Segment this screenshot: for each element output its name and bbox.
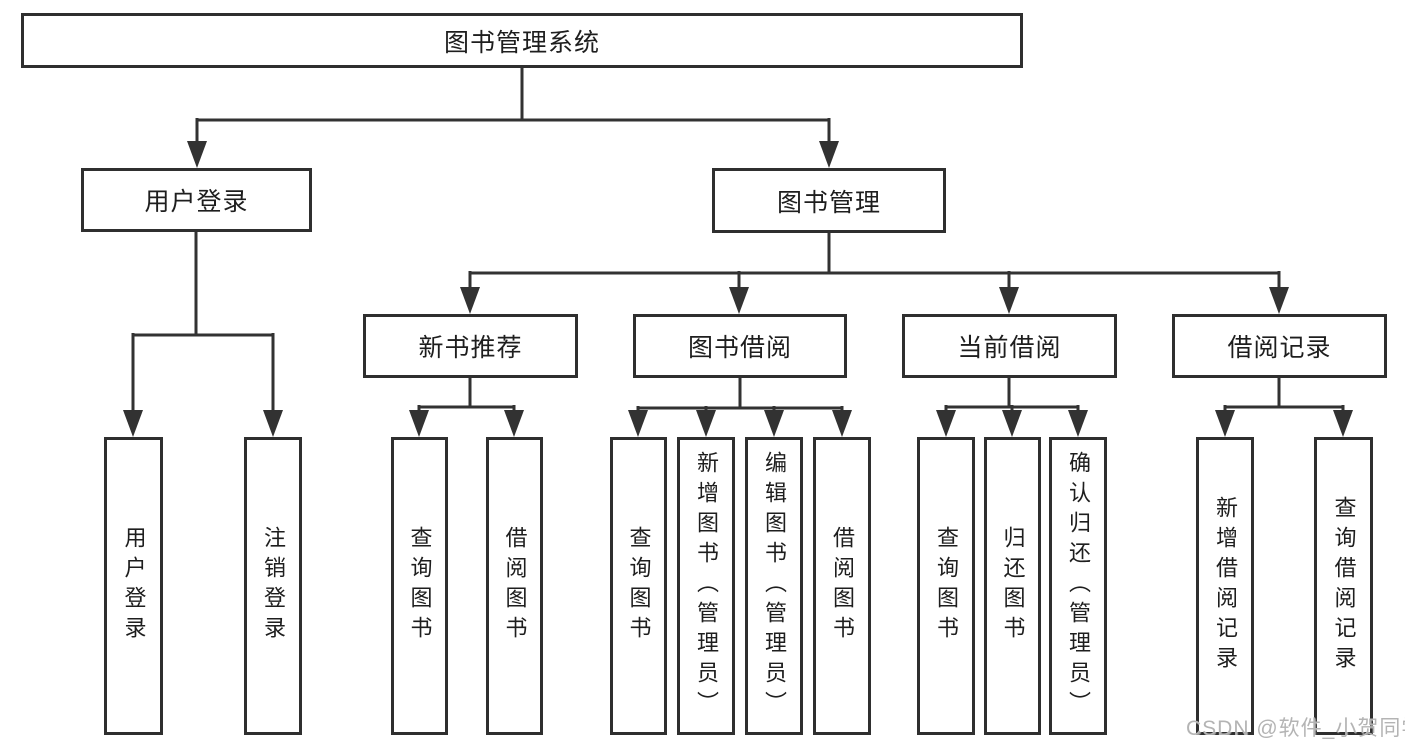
node-user-login-module: 用户登录: [81, 168, 312, 232]
node-leaf-logout-label: 注销登录: [261, 526, 286, 646]
node-leaf-query-books-3-label: 查询图书: [934, 526, 959, 646]
node-leaf-user-login: 用户登录: [104, 437, 163, 735]
node-leaf-return-books: 归还图书: [984, 437, 1041, 735]
node-leaf-add-borrow-record: 新增借阅记录: [1196, 437, 1254, 735]
node-book-management: 图书管理: [712, 168, 946, 233]
node-leaf-query-books-3: 查询图书: [917, 437, 975, 735]
node-book-borrowing-label: 图书借阅: [687, 334, 792, 362]
connector-borrowing-to-leaves: [628, 377, 852, 437]
connector-current-to-leaves: [936, 377, 1088, 437]
node-new-book-recommend-label: 新书推荐: [418, 334, 523, 362]
node-library-system-label: 图书管理系统: [443, 28, 600, 57]
node-leaf-query-books-1-label: 查询图书: [407, 526, 433, 646]
node-leaf-add-borrow-record-label: 新增借阅记录: [1213, 496, 1238, 676]
connector-bookmgmt-to-level2: [460, 233, 1289, 314]
node-book-management-label: 图书管理: [776, 188, 881, 217]
connector-root-to-level1: [187, 68, 839, 168]
node-library-system: 图书管理系统: [21, 13, 1023, 68]
node-leaf-query-borrow-record: 查询借阅记录: [1314, 437, 1373, 735]
node-borrowing-records-label: 借阅记录: [1227, 334, 1332, 362]
node-leaf-borrow-books-2-label: 借阅图书: [830, 526, 855, 646]
node-leaf-query-books-2-label: 查询图书: [626, 526, 652, 646]
node-current-borrowing-label: 当前借阅: [957, 334, 1062, 362]
node-leaf-add-books-admin-label: 新增图书（管理员）: [694, 451, 719, 721]
node-leaf-borrow-books-2: 借阅图书: [813, 437, 871, 735]
node-leaf-borrow-books-1: 借阅图书: [486, 437, 543, 735]
node-leaf-edit-books-admin-label: 编辑图书（管理员）: [762, 451, 787, 721]
node-borrowing-records: 借阅记录: [1172, 314, 1387, 378]
node-leaf-return-books-label: 归还图书: [1000, 526, 1026, 646]
node-user-login-module-label: 用户登录: [144, 188, 249, 216]
node-leaf-query-books-2: 查询图书: [610, 437, 667, 735]
node-book-borrowing: 图书借阅: [633, 314, 847, 378]
node-leaf-add-books-admin: 新增图书（管理员）: [677, 437, 735, 735]
csdn-watermark: CSDN @软件_小贺同学: [1186, 717, 1405, 740]
node-leaf-query-borrow-record-label: 查询借阅记录: [1331, 496, 1357, 676]
connector-userlogin-to-leaves: [123, 232, 283, 437]
connector-records-to-leaves: [1215, 377, 1353, 437]
node-current-borrowing: 当前借阅: [902, 314, 1117, 378]
connector-recommend-to-leaves: [409, 377, 524, 437]
node-new-book-recommend: 新书推荐: [363, 314, 578, 378]
node-leaf-query-books-1: 查询图书: [391, 437, 448, 735]
node-leaf-confirm-return-admin: 确认归还（管理员）: [1049, 437, 1107, 735]
node-leaf-confirm-return-admin-label: 确认归还（管理员）: [1066, 451, 1091, 721]
node-leaf-edit-books-admin: 编辑图书（管理员）: [745, 437, 803, 735]
node-leaf-user-login-label: 用户登录: [121, 526, 147, 646]
node-leaf-borrow-books-1-label: 借阅图书: [502, 526, 528, 646]
node-leaf-logout: 注销登录: [244, 437, 302, 735]
